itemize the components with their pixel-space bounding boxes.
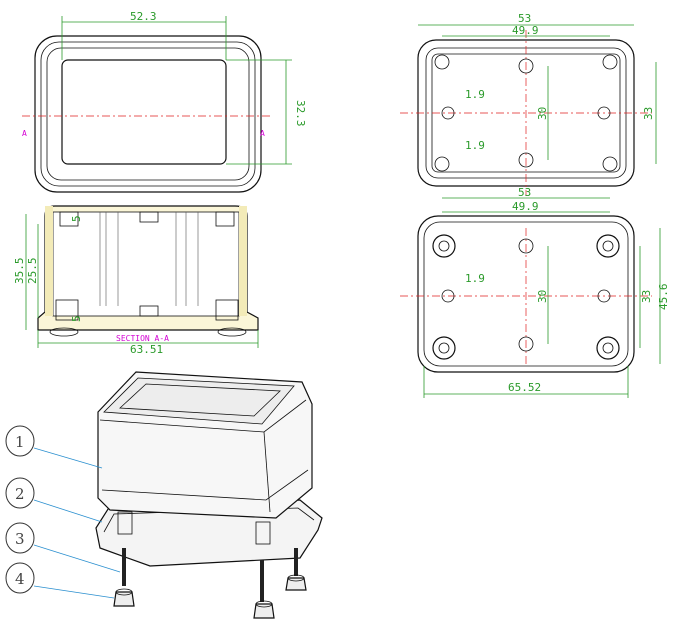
section-boss-bottom-left [55, 299, 79, 321]
callout-number-4: 4 [15, 570, 25, 588]
right-top-view: 53 49.9 1.9 1.9 30 33 [400, 12, 657, 196]
rb-boss-4 [596, 336, 620, 360]
top-view-second-outline [40, 41, 256, 187]
rt-offset-top-dim: 1.9 [465, 88, 485, 101]
rt-inner-width-dim: 49.9 [512, 24, 539, 37]
box-top-recess [119, 383, 281, 417]
section-top-small-dim: 5 [70, 215, 83, 222]
callouts: 1 2 3 4 [5, 425, 121, 599]
section-label: SECTION A-A [116, 334, 169, 343]
callout-balloon-1 [5, 425, 35, 457]
callout-leader-4 [33, 585, 115, 599]
section-cavity [52, 211, 240, 317]
callout-leader-2 [33, 499, 103, 523]
rt-outer-width-dim: 53 [518, 12, 531, 25]
rb-inner-outline [423, 221, 629, 367]
rb-overall-width-dim: 65.52 [508, 381, 541, 394]
top-view: A A 52.3 32.3 [22, 10, 307, 193]
rb-outer-outline [417, 215, 635, 373]
section-view: 35.5 25.5 5 5 SECTION A-A 63.51 [13, 205, 259, 356]
callout-balloon-2 [5, 477, 35, 509]
section-boss-bottom-right [215, 299, 239, 321]
rb-boss-6 [518, 336, 534, 352]
rt-center-height-dim: 30 [536, 107, 549, 120]
foot-1-top [115, 588, 133, 596]
foot-3-top [287, 574, 305, 582]
section-foot-left [49, 327, 79, 337]
callout-leader-3 [33, 544, 121, 573]
rb-inner-width-dim: 49.9 [512, 200, 539, 213]
foot-2 [253, 603, 275, 619]
section-bottom-boss [139, 305, 159, 317]
section-wall-left [45, 206, 53, 316]
rb-offset-dim: 1.9 [465, 272, 485, 285]
section-wall-right [239, 206, 247, 316]
rb-boss-2-hole [602, 240, 614, 252]
rt-boss-1 [434, 54, 450, 70]
section-bottom-small-dim: 5 [70, 315, 83, 322]
rt-boss-4 [441, 106, 455, 120]
section-foot-right [217, 327, 247, 337]
top-width-dim: 52.3 [130, 10, 157, 23]
section-overall-height-dim: 35.5 [13, 258, 26, 285]
rt-offset-bottom-dim: 1.9 [465, 139, 485, 152]
section-mark-right: A [260, 129, 265, 138]
rb-boss-4-hole [602, 342, 614, 354]
section-width-dim: 63.51 [130, 343, 163, 356]
base-post-2 [255, 521, 271, 545]
top-view-window [61, 59, 227, 165]
foot-2-top [255, 600, 273, 608]
rb-boss-1-hole [438, 240, 450, 252]
rt-boss-8 [602, 156, 618, 172]
box-bottom-seam [101, 469, 309, 501]
rb-boss-3 [432, 336, 456, 360]
callout-balloon-4 [5, 562, 35, 594]
rt-boss-6 [434, 156, 450, 172]
section-top-boss [139, 211, 159, 223]
rt-boss-2 [518, 58, 534, 74]
section-post-top-left [59, 211, 79, 227]
exploded-view [95, 371, 323, 619]
rb-boss-3-hole [438, 342, 450, 354]
rt-boss-7 [518, 152, 534, 168]
callout-balloon-3 [5, 522, 35, 554]
callout-number-3: 3 [15, 530, 25, 548]
top-view-third-outline [46, 47, 250, 181]
right-bottom-view: 53 49.9 1.9 30 33 45.6 65.52 [400, 186, 670, 398]
rt-height-dim: 33 [642, 107, 655, 120]
rt-boss-5 [597, 106, 611, 120]
top-view-outer-outline [34, 35, 262, 193]
rb-bosses [432, 234, 620, 360]
section-mark-left: A [22, 129, 27, 138]
box-front-edge [263, 431, 271, 513]
section-inner-height-dim: 25.5 [26, 258, 39, 285]
rb-boss-1 [432, 234, 456, 258]
foot-3 [285, 577, 307, 591]
rb-boss-5 [518, 238, 534, 254]
rt-boss-3 [602, 54, 618, 70]
rb-center-height-dim: 30 [536, 290, 549, 303]
rb-boss-8 [597, 289, 611, 303]
callout-leader-1 [33, 447, 103, 469]
rb-boss-7 [441, 289, 455, 303]
base-post-1 [117, 511, 133, 535]
rt-bosses [434, 54, 618, 172]
top-height-dim: 32.3 [294, 100, 307, 127]
foot-1 [113, 591, 135, 607]
rb-outer-width-dim: 53 [518, 186, 531, 199]
callout-number-2: 2 [15, 485, 25, 503]
rb-overall-height-dim: 45.6 [657, 284, 670, 311]
rb-boss-2 [596, 234, 620, 258]
rb-height-dim: 33 [640, 290, 653, 303]
callout-number-1: 1 [15, 433, 25, 451]
section-post-top-right [215, 211, 235, 227]
